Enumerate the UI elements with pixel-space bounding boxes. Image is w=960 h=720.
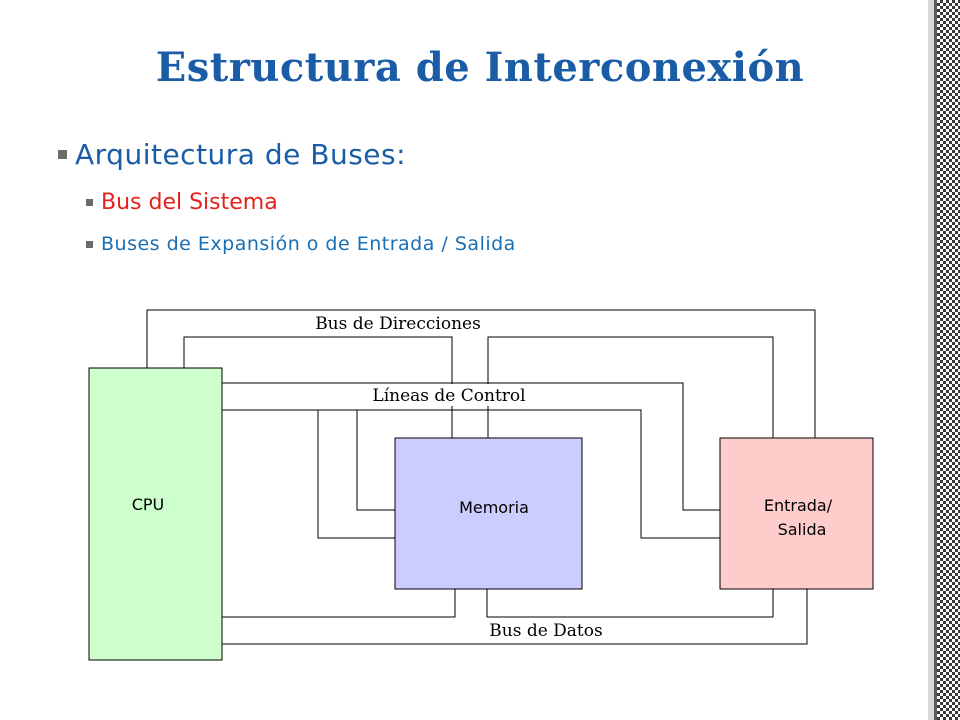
data-bus-label-bg [484, 619, 608, 641]
bus-architecture-diagram: Bus de Direcciones Líneas de Control Bus… [88, 309, 874, 661]
address-bus-label: Bus de Direcciones [315, 314, 481, 334]
square-bullet-icon [86, 240, 93, 248]
square-bullet-icon [58, 150, 67, 159]
bullet-level2-system-bus: Bus del Sistema [86, 190, 278, 215]
bullet-text: Bus del Sistema [101, 190, 278, 215]
bullet-text: Arquitectura de Buses: [75, 138, 407, 171]
bullet-level1: Arquitectura de Buses: [58, 138, 406, 171]
address-bus-label-bg [308, 312, 488, 334]
slide-title: Estructura de Interconexión [155, 44, 805, 91]
control-lines-label-bg [366, 384, 532, 406]
io-label-line1: Entrada/ [764, 496, 833, 515]
control-line-memory-lower [222, 409, 395, 539]
control-lines-label: Líneas de Control [372, 386, 525, 406]
bullet-level2-expansion-bus: Buses de Expansión o de Entrada / Salida [86, 233, 516, 255]
control-line-outer [222, 382, 720, 511]
memory-box [394, 437, 583, 590]
data-bus-inner-line [222, 589, 456, 618]
bullet-text: Buses de Expansión o de Entrada / Salida [101, 233, 516, 255]
decorative-edge-border [928, 0, 960, 720]
edge-stripe [928, 0, 934, 720]
data-bus-memory-io-line [486, 589, 774, 618]
io-label-line2: Salida [778, 520, 827, 539]
io-box [719, 437, 874, 590]
control-line-memory-upper [356, 410, 395, 511]
square-bullet-icon [86, 199, 93, 206]
data-bus-outer-line [222, 589, 808, 645]
control-line-inner [222, 409, 720, 539]
checker-pattern [937, 0, 960, 720]
data-bus-label: Bus de Datos [489, 621, 602, 641]
address-bus-outer-line [146, 309, 816, 438]
cpu-label: CPU [132, 495, 165, 514]
cpu-box [88, 367, 223, 661]
edge-stripe [934, 0, 937, 720]
memory-label: Memoria [459, 498, 529, 517]
